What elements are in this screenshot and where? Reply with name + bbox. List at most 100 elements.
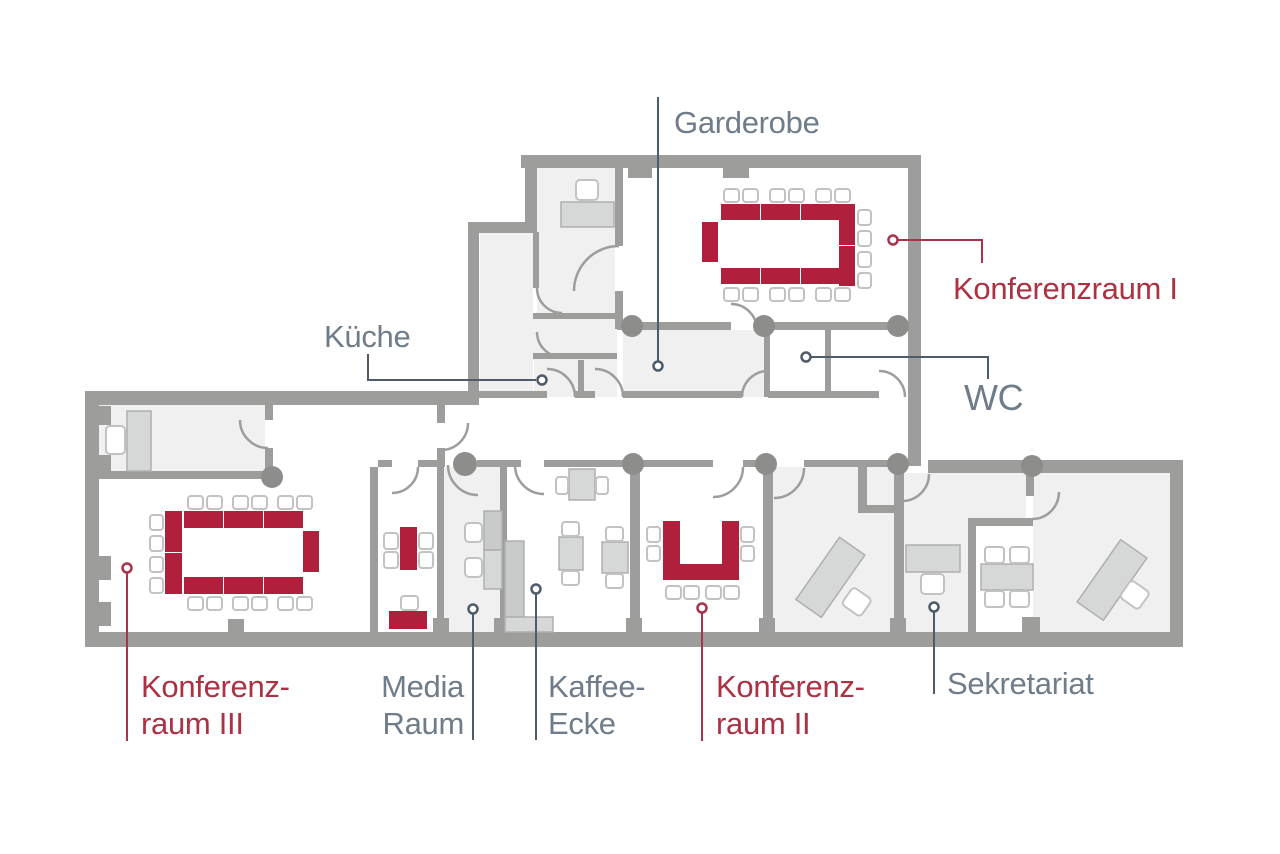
- wall: [757, 322, 908, 330]
- leader-wc: [811, 356, 989, 379]
- wall: [97, 471, 265, 479]
- door-arc: [773, 467, 806, 500]
- leader-konferenzraum-1: [898, 239, 983, 263]
- wall: [768, 391, 879, 398]
- wall: [378, 460, 392, 467]
- door-arc: [440, 422, 470, 452]
- door-arc: [391, 466, 420, 495]
- wall: [630, 467, 640, 632]
- label-wc: WC: [964, 377, 1023, 418]
- wall: [437, 403, 445, 423]
- label-konferenzraum-3-line1: Konferenz-: [141, 669, 290, 704]
- wall: [85, 391, 99, 647]
- leader-dot-konferenzraum-2: [696, 602, 708, 614]
- chairs: [723, 188, 872, 302]
- door-arc: [901, 473, 931, 503]
- wall: [418, 460, 437, 467]
- leader-dot-konferenzraum-1: [887, 234, 899, 246]
- wall: [477, 460, 521, 467]
- desk-lower-office: [105, 410, 152, 472]
- media-room-furniture: [464, 510, 503, 590]
- wall: [85, 391, 479, 405]
- column: [753, 315, 775, 337]
- door-arc: [572, 244, 620, 292]
- wall-pier: [99, 406, 111, 425]
- column: [887, 315, 909, 337]
- wall-pier: [228, 619, 244, 633]
- room-band-fill: [533, 313, 617, 360]
- wall: [370, 467, 378, 632]
- columns: [261, 315, 1043, 488]
- leader-lines: [121, 97, 989, 741]
- wall: [858, 505, 904, 513]
- wall: [908, 155, 921, 466]
- wall: [533, 353, 617, 359]
- desk-upper-office: [560, 179, 615, 228]
- wall: [479, 391, 547, 398]
- wall: [804, 460, 898, 467]
- label-konferenzraum-3-line2: raum III: [141, 706, 244, 741]
- room-kueche-strip-fill: [480, 233, 533, 397]
- door-arc: [594, 367, 625, 398]
- wall: [623, 391, 742, 398]
- label-kaffee-line1: Kaffee-: [548, 669, 645, 704]
- wall: [533, 232, 539, 288]
- wall: [575, 391, 595, 398]
- column: [621, 315, 643, 337]
- wall: [521, 155, 921, 168]
- leader-dot-kaffee: [530, 583, 542, 595]
- leader-dot-konferenzraum-3: [121, 562, 133, 574]
- interior-walls: [97, 168, 1034, 632]
- label-sekretariat: Sekretariat: [947, 666, 1094, 701]
- wall: [968, 518, 976, 632]
- wall: [615, 291, 623, 329]
- wall: [265, 448, 273, 478]
- wall: [617, 322, 731, 330]
- leader-dot-wc: [800, 351, 812, 363]
- door-arc: [1031, 491, 1061, 521]
- door-arc: [513, 464, 545, 496]
- label-konferenzraum-1: Konferenzraum I: [953, 271, 1178, 306]
- room-labels: Garderobe Küche Konferenzraum I WC Konfe…: [141, 105, 1178, 741]
- door-arc: [740, 369, 769, 398]
- chairs: [646, 526, 755, 600]
- wall-pier: [1022, 617, 1040, 633]
- wall: [533, 313, 617, 319]
- wall: [468, 222, 479, 394]
- leader-kueche: [367, 354, 536, 381]
- column: [887, 453, 909, 475]
- door-arc: [878, 369, 907, 398]
- label-media-line1: Media: [381, 669, 465, 704]
- exterior-walls: [85, 155, 1183, 647]
- wall: [928, 460, 1183, 473]
- wall: [578, 360, 584, 397]
- door-arc: [446, 464, 479, 497]
- wall: [858, 467, 867, 512]
- label-garderobe: Garderobe: [674, 105, 820, 140]
- kaffee-ecke-furniture: [504, 468, 629, 633]
- door-arc: [535, 331, 563, 359]
- room-fills: [99, 168, 1170, 632]
- column: [1021, 455, 1043, 477]
- door-arc: [546, 367, 577, 398]
- doors: [238, 244, 1061, 521]
- wall-pier: [99, 556, 111, 580]
- leader-dot-media: [467, 603, 479, 615]
- wall: [1170, 460, 1183, 647]
- leader-dot-garderobe: [652, 360, 664, 372]
- label-konferenzraum-2-line1: Konferenz-: [716, 669, 865, 704]
- wall: [615, 168, 623, 246]
- desk-tilted-left: [794, 536, 872, 619]
- wall: [468, 222, 537, 233]
- label-kueche: Küche: [324, 319, 410, 354]
- wall-pier: [628, 168, 652, 178]
- wall: [1026, 472, 1034, 496]
- wall: [437, 448, 445, 467]
- column: [622, 453, 644, 475]
- small-meeting-room-furniture: [383, 527, 434, 629]
- conference-table-3: [149, 495, 319, 611]
- wall-pier: [99, 455, 111, 472]
- conference-table-2: [646, 521, 755, 600]
